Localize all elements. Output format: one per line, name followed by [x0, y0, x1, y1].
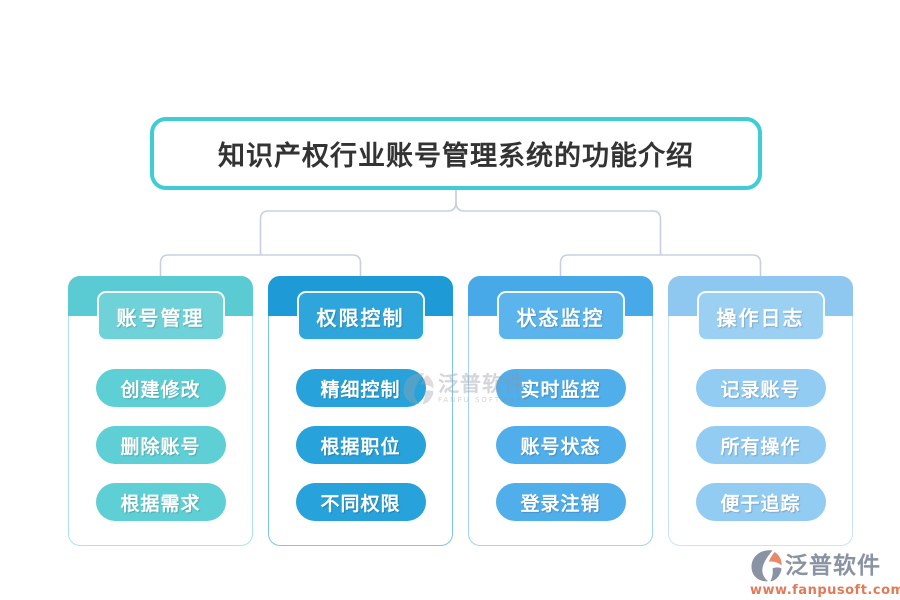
feature-item: 所有操作 [695, 426, 826, 464]
brand-name: 泛普软件 [785, 552, 881, 579]
connector-left-group-bridge [159, 254, 362, 277]
feature-item: 账号状态 [495, 426, 626, 464]
branch-header-account-management: 账号管理 [96, 291, 225, 341]
feature-item: 不同权限 [295, 483, 426, 521]
branch-operation-log: 操作日志 记录账号 所有操作 便于追踪 [668, 276, 853, 546]
fanpu-logo-icon [403, 373, 434, 405]
feature-item: 记录账号 [695, 369, 826, 407]
branch-header-label: 状态监控 [516, 305, 605, 330]
feature-item: 创建修改 [95, 369, 226, 407]
center-watermark: 泛普软件 FANPU SOFTWARE [402, 372, 530, 405]
connector-right-group-bridge [559, 254, 762, 277]
branch-permission-control: 权限控制 精细控制 根据职位 不同权限 [268, 276, 453, 546]
feature-item: 根据需求 [95, 483, 226, 521]
branch-account-management: 账号管理 创建修改 删除账号 根据需求 [68, 276, 253, 546]
feature-item: 便于追踪 [695, 483, 826, 521]
brand-footer: 泛普软件 www.fanpusoft.com [750, 549, 900, 598]
branch-header-status-monitoring: 状态监控 [496, 291, 625, 341]
branch-header-label: 账号管理 [116, 305, 205, 330]
fanpu-logo-icon [751, 550, 782, 582]
branch-header-label: 权限控制 [316, 305, 405, 330]
watermark-subtitle: FANPU SOFTWARE [438, 396, 530, 404]
feature-item: 删除账号 [95, 426, 226, 464]
diagram-title-box: 知识产权行业账号管理系统的功能介绍 [150, 117, 762, 190]
feature-item: 根据职位 [295, 426, 426, 464]
connector-title-to-left-group [259, 190, 457, 255]
watermark-name: 泛普软件 [438, 372, 526, 396]
branch-header-label: 操作日志 [716, 305, 805, 330]
brand-url: www.fanpusoft.com [750, 583, 900, 598]
diagram-title: 知识产权行业账号管理系统的功能介绍 [218, 141, 694, 172]
connector-title-to-right-group [455, 190, 662, 255]
feature-item: 登录注销 [495, 483, 626, 521]
feature-item: 实时监控 [495, 369, 626, 407]
branch-header-permission-control: 权限控制 [296, 291, 425, 341]
branch-status-monitoring: 状态监控 实时监控 账号状态 登录注销 [468, 276, 653, 546]
branch-header-operation-log: 操作日志 [696, 291, 825, 341]
